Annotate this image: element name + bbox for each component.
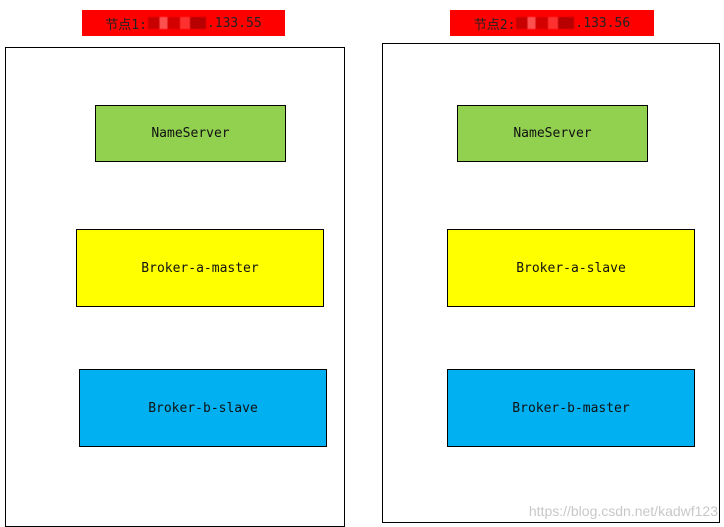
node1-nameserver-box: NameServer — [95, 105, 286, 162]
node1-label: 节点1: .133.55 — [82, 10, 285, 36]
node1-broker-b-label: Broker-b-slave — [148, 400, 258, 416]
node1-nameserver-label: NameServer — [151, 126, 230, 141]
node2-broker-a-label: Broker-a-slave — [516, 260, 626, 276]
watermark: https://blog.csdn.net/kadwf123 — [528, 503, 718, 519]
node2-label-suffix: .133.56 — [575, 15, 631, 31]
node2-ip-redaction — [516, 17, 575, 29]
node1-broker-a-label: Broker-a-master — [141, 260, 259, 276]
node1-ip-redaction — [147, 17, 206, 29]
node2-nameserver-box: NameServer — [457, 105, 648, 162]
node2-broker-a-box: Broker-a-slave — [447, 229, 695, 307]
node2-broker-b-box: Broker-b-master — [447, 369, 695, 447]
node1-label-prefix: 节点1: — [105, 17, 147, 33]
node1-broker-b-box: Broker-b-slave — [79, 369, 327, 447]
node2-nameserver-label: NameServer — [513, 126, 592, 141]
node2-label-prefix: 节点2: — [473, 17, 516, 33]
node2-label: 节点2: .133.56 — [450, 10, 654, 36]
node2-broker-b-label: Broker-b-master — [512, 400, 630, 416]
node1-broker-a-box: Broker-a-master — [76, 229, 324, 307]
node1-label-suffix: .133.55 — [206, 15, 262, 31]
